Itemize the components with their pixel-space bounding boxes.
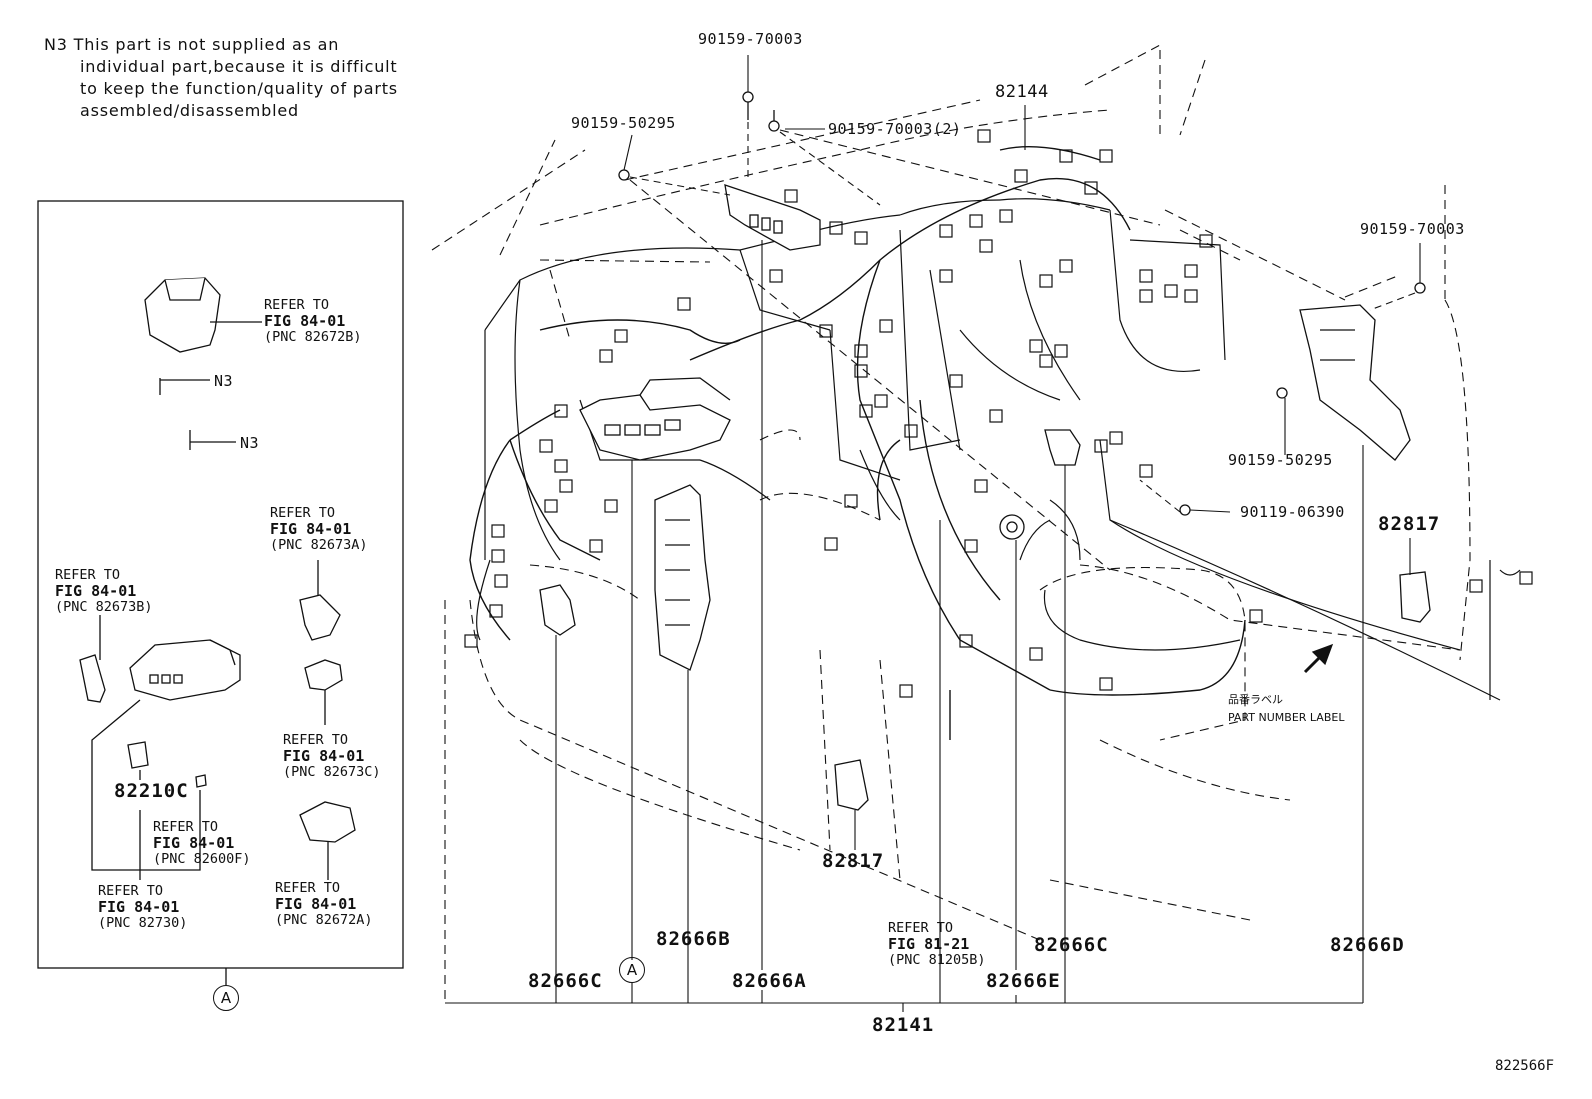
ref-line: REFER TO xyxy=(153,819,219,835)
connectors xyxy=(464,129,1533,698)
ref-line: FIG 84-01 xyxy=(153,834,235,852)
ref-line: FIG 81-21 xyxy=(888,935,970,953)
leader-lines xyxy=(445,55,1421,1012)
note-line-2: individual part,because it is difficult xyxy=(80,57,398,76)
ref-line: FIG 84-01 xyxy=(264,312,346,330)
bracket-82666D xyxy=(1299,304,1411,461)
ref-line: REFER TO xyxy=(270,505,336,521)
note-line-4: assembled/disassembled xyxy=(80,101,299,120)
figure-code: 822566F xyxy=(1495,1058,1555,1074)
bolt-icons xyxy=(618,91,1426,516)
ref-line: (PNC 81205B) xyxy=(888,952,986,968)
callout-bolt-right-lower: 90159-50295 xyxy=(1228,451,1333,469)
callout-screw-right: 90119-06390 xyxy=(1240,503,1345,521)
callout-82817-center: 82817 xyxy=(822,850,885,872)
inset-n3-label-1: N3 xyxy=(214,372,234,390)
callout-82666A: 82666A xyxy=(732,970,807,992)
callout-82666E: 82666E xyxy=(986,970,1061,992)
refer-pnc-82673B: REFER TO FIG 84-01 (PNC 82673B) xyxy=(55,567,153,615)
ref-line: (PNC 82673C) xyxy=(283,764,381,780)
callout-82817-right: 82817 xyxy=(1378,513,1441,535)
callout-bolt-pair: 90159-70003(2) xyxy=(828,120,962,138)
ref-line: (PNC 82673B) xyxy=(55,599,153,615)
ref-line: FIG 84-01 xyxy=(98,898,180,916)
junction-block xyxy=(579,377,731,461)
bracket-82666B xyxy=(654,484,711,671)
part-82666E-shape xyxy=(999,514,1025,540)
refer-pnc-82600F: REFER TO FIG 84-01 (PNC 82600F) xyxy=(153,819,251,867)
inset-marker-a: A xyxy=(213,985,239,1011)
callout-82666C-right: 82666C xyxy=(1034,934,1109,956)
callout-82666C-left: 82666C xyxy=(528,970,603,992)
inset-n3-label-2: N3 xyxy=(240,434,260,452)
note-line-1: This part is not supplied as an xyxy=(73,35,340,54)
view-marker-a: A xyxy=(619,957,645,983)
refer-pnc-82672A: REFER TO FIG 84-01 (PNC 82672A) xyxy=(275,880,373,928)
ref-line: REFER TO xyxy=(275,880,341,896)
bracket-82666C-left xyxy=(539,584,576,636)
ref-line: (PNC 82600F) xyxy=(153,851,251,867)
inset-parts xyxy=(79,277,356,880)
callout-harness-82144: 82144 xyxy=(995,82,1049,102)
ref-line: REFER TO xyxy=(283,732,349,748)
note-code: N3 xyxy=(44,35,68,54)
ref-line: FIG 84-01 xyxy=(283,747,365,765)
part-number-label-arrow xyxy=(1303,643,1334,674)
ref-line: (PNC 82730) xyxy=(98,915,188,931)
ref-line: REFER TO xyxy=(98,883,164,899)
callout-82666D: 82666D xyxy=(1330,934,1405,956)
instrument-panel-structure xyxy=(476,198,1521,701)
refer-pnc-82673A: REFER TO FIG 84-01 (PNC 82673A) xyxy=(270,505,368,553)
ref-line: (PNC 82672B) xyxy=(264,329,362,345)
callout-82141: 82141 xyxy=(872,1014,935,1036)
callout-82666B: 82666B xyxy=(656,928,731,950)
center-console xyxy=(1043,589,1241,651)
callout-bolt-top: 90159-70003 xyxy=(698,30,803,48)
part-number-label-en: PART NUMBER LABEL xyxy=(1228,711,1345,724)
ref-line: FIG 84-01 xyxy=(270,520,352,538)
note-line-3: to keep the function/quality of parts xyxy=(80,79,398,98)
part-82817-right-shape xyxy=(1399,571,1431,623)
inset-frame xyxy=(37,200,404,969)
inset-part-82210C: 82210C xyxy=(114,780,189,802)
relay-block xyxy=(724,184,821,251)
n3-footnote: N3 This part is not supplied as an indiv… xyxy=(44,34,398,122)
wire-harness-82141 xyxy=(469,145,1246,740)
refer-pnc-82673C: REFER TO FIG 84-01 (PNC 82673C) xyxy=(283,732,381,780)
ref-line: REFER TO xyxy=(264,297,330,313)
ref-line: REFER TO xyxy=(888,920,954,936)
bracket-82666C-right xyxy=(1044,429,1081,466)
part-number-label-jp: 品番ラベル xyxy=(1228,693,1283,706)
refer-fig-81-21: REFER TO FIG 81-21 (PNC 81205B) xyxy=(888,920,986,968)
callout-bolt-right: 90159-70003 xyxy=(1360,220,1465,238)
ref-line: FIG 84-01 xyxy=(55,582,137,600)
part-82817-center-shape xyxy=(834,759,869,811)
ref-line: (PNC 82672A) xyxy=(275,912,373,928)
ref-line: (PNC 82673A) xyxy=(270,537,368,553)
refer-pnc-82730: REFER TO FIG 84-01 (PNC 82730) xyxy=(98,883,187,931)
ref-line: FIG 84-01 xyxy=(275,895,357,913)
refer-pnc-82672B: REFER TO FIG 84-01 (PNC 82672B) xyxy=(264,297,362,345)
ref-line: REFER TO xyxy=(55,567,121,583)
callout-bolt-left: 90159-50295 xyxy=(571,114,676,132)
